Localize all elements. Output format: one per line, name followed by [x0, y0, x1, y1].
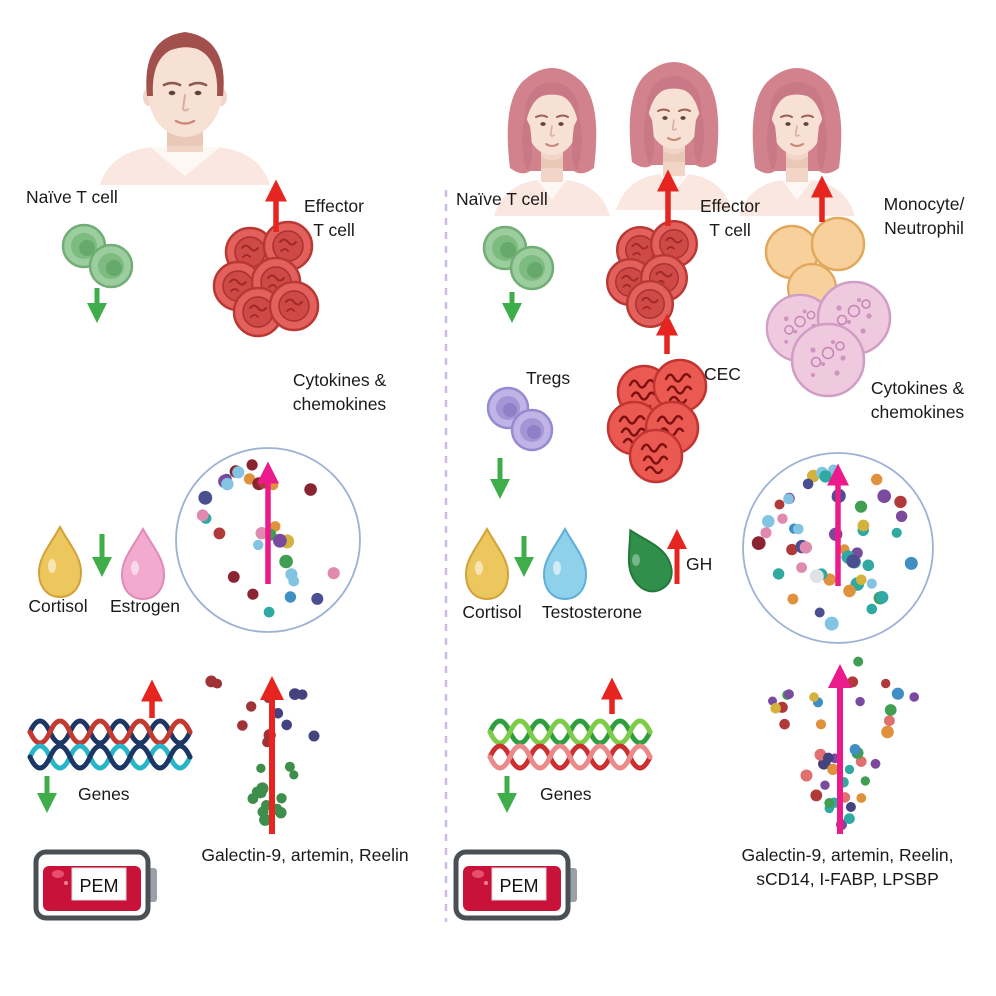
- left-cortisol-label: Cortisol: [28, 596, 88, 616]
- right-treg-cells: [486, 386, 554, 452]
- right-cec-cells: [606, 358, 708, 484]
- left-pem-battery: [33, 849, 157, 921]
- female-figure-2: [615, 61, 733, 211]
- right-cec-label: CEC: [704, 364, 741, 384]
- left-biomarkers-label: Galectin-9, artemin, Reelin: [201, 845, 409, 865]
- right-effector-t-cell-label: Effector T cell: [700, 196, 760, 241]
- right-testosterone-drop: [543, 528, 587, 600]
- right-cytokines-label: Cytokines & chemokines: [870, 378, 965, 423]
- right-biomarker-dots: [768, 656, 919, 831]
- left-estrogen-drop: [121, 528, 165, 600]
- right-cortisol-drop: [465, 528, 509, 600]
- right-pem-battery: [453, 849, 577, 921]
- right-dna-helix: [487, 718, 653, 771]
- right-pem-label: PEM: [499, 876, 539, 896]
- left-cytokines-label: Cytokines & chemokines: [292, 370, 387, 415]
- left-naive-t-cell-label: Naïve T cell: [26, 187, 118, 207]
- left-naive-t-cells: [61, 223, 134, 289]
- right-naive-t-cell-label: Naïve T cell: [456, 189, 548, 209]
- right-tregs-label: Tregs: [526, 368, 571, 388]
- left-estrogen-label: Estrogen: [109, 596, 181, 616]
- left-dna-helix: [27, 718, 193, 771]
- left-genes-label: Genes: [78, 784, 130, 804]
- left-cytokine-dots: [196, 459, 340, 618]
- right-naive-t-cells: [482, 225, 555, 291]
- right-gh-label: GH: [686, 554, 713, 574]
- right-cortisol-label: Cortisol: [462, 602, 522, 622]
- right-gh-drop: [611, 520, 681, 600]
- right-testosterone-label: Testosterone: [541, 602, 643, 622]
- male-figure: [100, 32, 270, 185]
- left-biomarker-dots: [205, 675, 320, 826]
- right-genes-label: Genes: [540, 784, 592, 804]
- left-effector-t-cell-label: Effector T cell: [304, 196, 364, 241]
- right-monocyte-label: Monocyte/ Neutrophil: [883, 194, 965, 239]
- right-biomarkers-label: Galectin-9, artemin, Reelin, sCD14, I-FA…: [741, 845, 954, 890]
- left-cortisol-drop: [38, 526, 82, 598]
- left-pem-label: PEM: [79, 876, 119, 896]
